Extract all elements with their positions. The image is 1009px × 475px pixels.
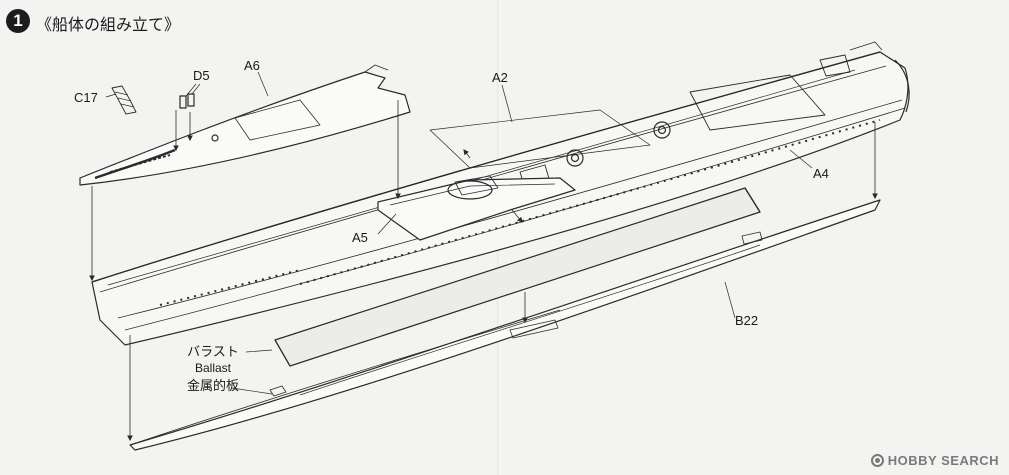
label-c17: C17 [74,90,98,105]
step-number-badge: 1 [6,9,30,33]
watermark-text: HOBBY SEARCH [887,453,999,468]
ballast-label-ja: バラスト [187,344,239,359]
label-a6: A6 [244,58,260,73]
step-title: 《船体の組み立て》 [36,17,181,34]
watermark: HOBBY SEARCH [870,453,999,468]
ballast-label-note: 金属的板 [186,378,239,393]
assembly-guide-lines [89,100,878,442]
part-a6-forward-deck [79,64,411,186]
ballast-label-en: Ballast [194,361,232,375]
label-b22: B22 [735,313,759,328]
part-a5-deck [377,175,576,241]
watermark-logo-icon [870,454,884,467]
part-c17 [111,85,137,115]
label-leaders [105,71,813,395]
label-d5: D5 [193,68,210,83]
ballast-label: バラスト Ballast 金属的板 [178,343,248,394]
part-d5 [179,93,195,109]
label-a5: A5 [352,230,368,245]
ballast-plate [274,187,761,367]
label-a2: A2 [492,70,508,85]
label-a4: A4 [813,166,829,181]
